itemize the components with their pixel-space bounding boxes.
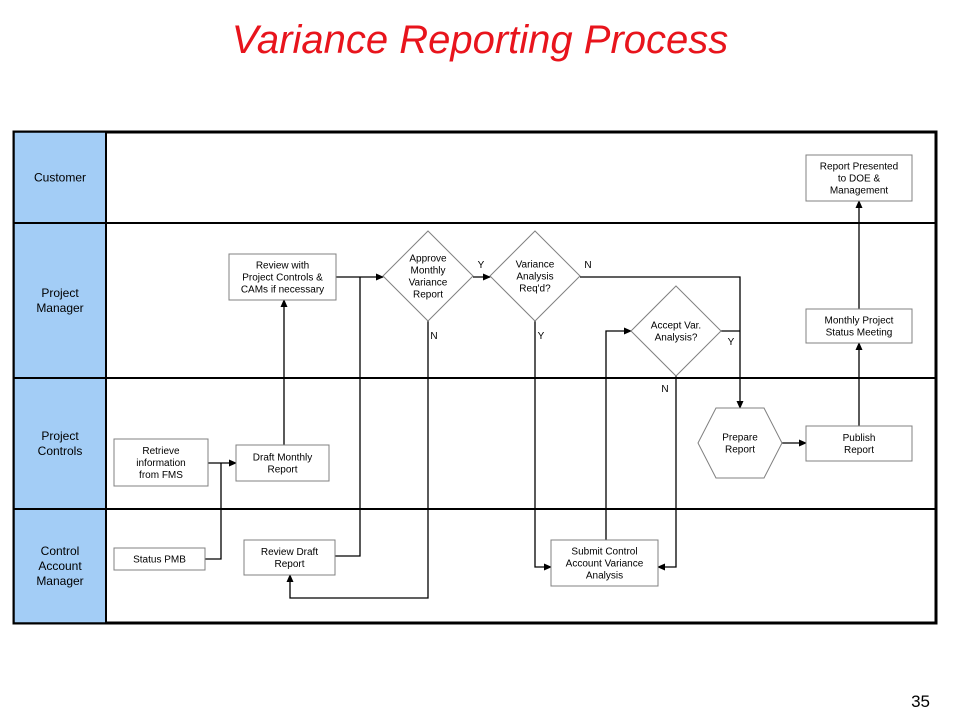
lane-label-project-controls: Controls bbox=[38, 444, 83, 458]
variance-analysis-reqd-text: Analysis bbox=[516, 272, 553, 283]
review-with-pc-text: Review with bbox=[256, 261, 309, 272]
approve-monthly-text: Approve bbox=[409, 254, 447, 265]
approve-monthly-text: Monthly bbox=[410, 266, 445, 277]
lane-label-project-manager: Manager bbox=[36, 301, 83, 315]
variance-analysis-reqd-diamond bbox=[489, 230, 581, 322]
review-draft-report-box bbox=[243, 539, 336, 576]
accept-var-analysis-text: Analysis? bbox=[655, 333, 698, 344]
lane-header-customer bbox=[13, 131, 107, 224]
edge-variance-yes-to-submit bbox=[534, 321, 552, 571]
report-presented-box bbox=[805, 154, 913, 202]
review-draft-report-text: Review Draft bbox=[261, 547, 318, 558]
report-presented-text: to DOE & bbox=[838, 174, 881, 185]
prepare-report-hexagon bbox=[697, 407, 783, 479]
report-presented-text: Management bbox=[830, 186, 889, 197]
connectors bbox=[205, 200, 863, 599]
edge-accept-no-to-submit bbox=[657, 376, 677, 571]
lane-header-project-manager bbox=[13, 222, 107, 379]
accept-var-analysis-diamond bbox=[630, 285, 722, 377]
edge-label-variance-yes: Y bbox=[538, 331, 545, 342]
draft-monthly-report-box bbox=[235, 444, 330, 482]
edge-label-accept-no: N bbox=[661, 384, 668, 395]
submit-cav-analysis-text: Analysis bbox=[586, 571, 623, 582]
approve-monthly-text: Variance bbox=[409, 278, 448, 289]
edge-submit-to-accept bbox=[605, 327, 632, 540]
submit-cav-analysis-text: Account Variance bbox=[566, 559, 644, 570]
retrieve-info-text: Retrieve bbox=[142, 446, 180, 457]
prepare-report-text: Prepare bbox=[722, 433, 758, 444]
submit-cav-analysis-box bbox=[550, 539, 659, 587]
draft-monthly-report-text: Draft Monthly bbox=[253, 453, 312, 464]
status-pmb-box bbox=[113, 547, 206, 571]
retrieve-info-text: from FMS bbox=[139, 470, 183, 481]
report-presented-text: Report Presented bbox=[820, 162, 898, 173]
lane-header-control-account-manager bbox=[13, 508, 107, 624]
node-accept-var-analysis: Accept Var.Analysis? bbox=[630, 285, 722, 377]
monthly-project-status-text: Status Meeting bbox=[826, 328, 893, 339]
lane-label-project-controls: Project bbox=[41, 429, 79, 443]
submit-cav-analysis-text: Submit Control bbox=[571, 547, 637, 558]
edge-label-variance-no: N bbox=[584, 260, 591, 271]
edge-variance-no-to-prepare bbox=[580, 276, 744, 409]
publish-report-text: Publish bbox=[843, 433, 876, 444]
edge-approve-no-loop bbox=[286, 321, 429, 599]
lane-label-control-account-manager: Control bbox=[41, 544, 80, 558]
approve-monthly-diamond bbox=[382, 230, 474, 322]
edge-label-accept-yes: Y bbox=[728, 337, 735, 348]
review-with-pc-box bbox=[228, 253, 337, 301]
publish-report-text: Report bbox=[844, 445, 874, 456]
slide-title: Variance Reporting Process bbox=[231, 18, 729, 62]
status-pmb-text: Status PMB bbox=[133, 555, 186, 566]
accept-var-analysis-text: Accept Var. bbox=[651, 321, 701, 332]
lane-label-customer: Customer bbox=[34, 171, 86, 185]
retrieve-info-text: information bbox=[136, 458, 185, 469]
node-status-pmb: Status PMB bbox=[113, 547, 206, 571]
prepare-report-text: Report bbox=[725, 445, 755, 456]
review-with-pc-text: CAMs if necessary bbox=[241, 285, 324, 296]
edge-label-approve-yes: Y bbox=[478, 260, 485, 271]
edge-reviewdraft-to-approve bbox=[335, 277, 361, 557]
monthly-project-status-text: Monthly Project bbox=[825, 316, 894, 327]
lane-label-project-manager: Project bbox=[41, 286, 79, 300]
retrieve-info-box bbox=[113, 438, 209, 487]
review-with-pc-text: Project Controls & bbox=[242, 273, 323, 284]
variance-analysis-reqd-text: Variance bbox=[516, 260, 555, 271]
draft-monthly-report-text: Report bbox=[267, 465, 297, 476]
review-draft-report-text: Report bbox=[274, 559, 304, 570]
edge-statuspmb-to-draft bbox=[205, 463, 222, 560]
edge-label-approve-no: N bbox=[430, 331, 437, 342]
lane-label-control-account-manager: Manager bbox=[36, 574, 83, 588]
variance-analysis-reqd-text: Req'd? bbox=[519, 284, 551, 295]
lane-customer: Customer bbox=[13, 131, 107, 224]
approve-monthly-text: Report bbox=[413, 290, 443, 301]
page-number: 35 bbox=[911, 692, 930, 711]
lane-label-control-account-manager: Account bbox=[38, 559, 82, 573]
publish-report-box bbox=[805, 425, 913, 462]
monthly-project-status-box bbox=[805, 308, 913, 344]
